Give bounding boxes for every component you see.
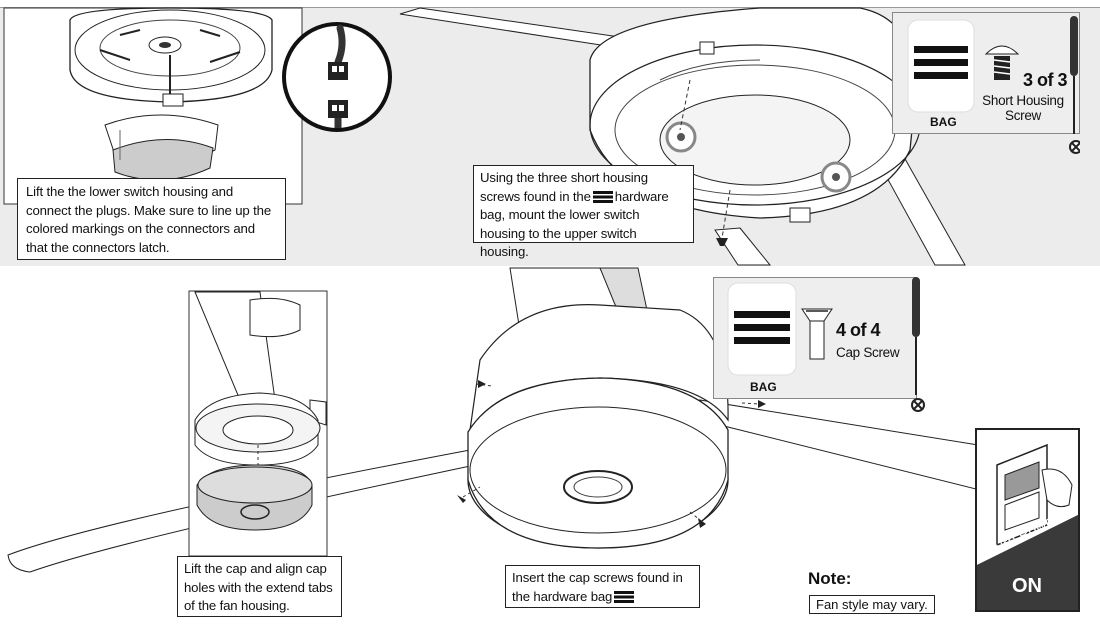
instruction-line: screws found in the hardware [480, 188, 687, 207]
bag-label: BAG [750, 380, 777, 394]
note-title: Note: [808, 569, 852, 588]
screwdriver-icon [912, 277, 920, 337]
instruction-line: Insert the cap screws found in [512, 570, 683, 585]
hardware-name-line2: Screw [1004, 108, 1041, 123]
instruction-fragment: the hardware bag [512, 588, 613, 604]
hardware-count: 4 of 4 [836, 320, 881, 340]
housing-screw-hardware-art [907, 16, 1080, 154]
instruction-fragment: screws found in the [480, 188, 591, 204]
instruction-line: the hardware bag [512, 588, 693, 607]
screwdriver-icon [1070, 16, 1078, 76]
bag-label: BAG [930, 115, 957, 129]
top-divider [0, 7, 1100, 8]
bag-symbol-icon [614, 591, 635, 604]
switch-housing-illustration [3, 7, 303, 205]
hand-icon [1041, 468, 1073, 508]
instruction-line: Using the three short housing [480, 170, 648, 185]
power-on-label: ON [1012, 575, 1042, 597]
hardware-name: Cap Screw [836, 345, 900, 360]
fan-cap-illustration [457, 304, 766, 549]
hardware-name: Short Housing Screw [978, 93, 1068, 123]
hardware-name-line1: Short Housing [982, 93, 1064, 108]
cap-alignment-illustration [188, 290, 328, 557]
connector-zoom-illustration [282, 22, 392, 132]
instruction-fragment: hardware [614, 188, 669, 204]
cap-screw-hardware-art [727, 277, 925, 412]
hardware-count: 3 of 3 [1023, 70, 1068, 90]
instruction-line: bag, mount the lower switch [480, 207, 640, 222]
wall-switch-illustration [977, 430, 1078, 610]
instruction-mount-housing: Using the three short housing screws fou… [473, 165, 694, 259]
instruction-align-cap: Lift the cap and align cap holes with th… [177, 556, 342, 617]
instruction-line: housing to the upper switch housing. [480, 225, 637, 260]
note-text: Fan style may vary. [809, 595, 935, 614]
instruction-connect-plugs: Lift the the lower switch housing and co… [17, 178, 286, 260]
turn-power-on-panel: Turn Power ON [975, 428, 1080, 612]
instruction-insert-cap-screws: Insert the cap screws found in the hardw… [505, 565, 700, 608]
bag-symbol-icon [592, 191, 613, 204]
